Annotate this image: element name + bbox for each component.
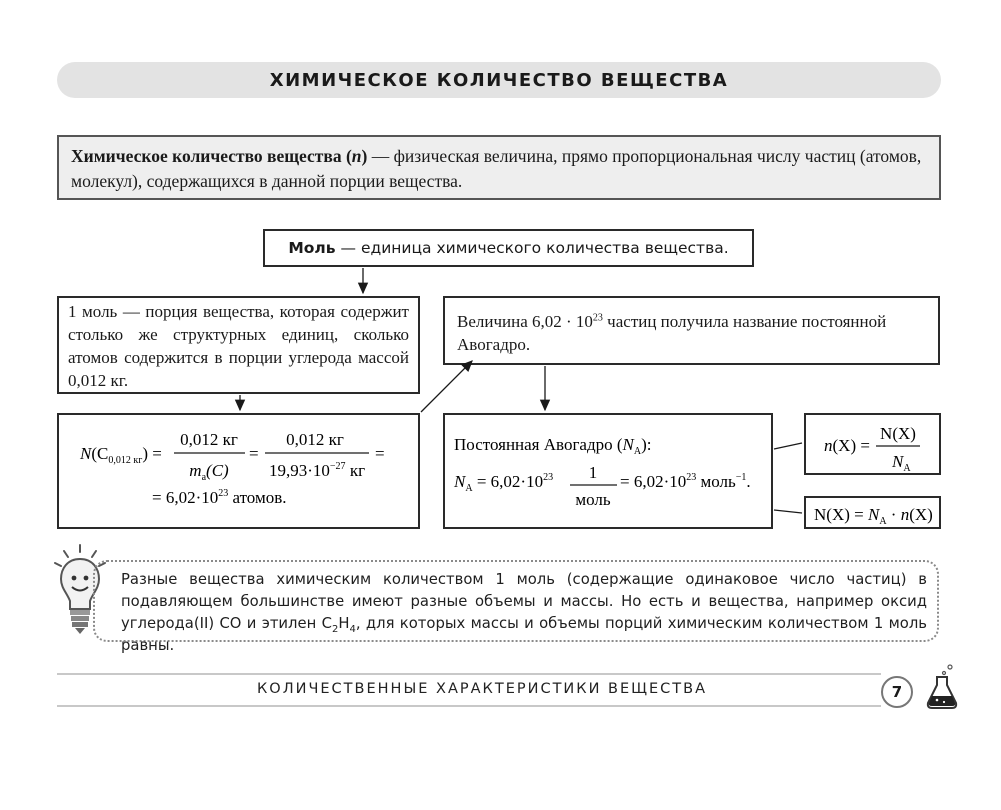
svg-text:моль: моль [575,490,611,509]
formula-lhs: N(C0,012 кг) = [79,444,162,466]
frac2-numerator: 0,012 кг [286,430,344,449]
title-bar: ХИМИЧЕСКОЕ КОЛИЧЕСТВО ВЕЩЕСТВА [57,62,941,98]
page-title: ХИМИЧЕСКОЕ КОЛИЧЕСТВО ВЕЩЕСТВА [269,69,729,91]
mole-definition-text: 1 моль — порция вещества, которая содерж… [68,302,409,390]
svg-text:N(X): N(X) [880,424,916,443]
svg-text:=: = [249,444,259,463]
formula-N-box: N(X) = NA · n(X) [804,496,941,529]
mole-term: Моль [288,238,336,257]
footer-line-top [57,673,881,675]
definition-text: — физическая величина, прямо пропорциона… [71,146,922,191]
definition-box: Химическое количество вещества (n) — физ… [57,135,941,200]
footer-section-title: КОЛИЧЕСТВЕННЫЕ ХАРАКТЕРИСТИКИ ВЕЩЕСТВА [257,681,707,697]
mole-box: Моль — единица химического количества ве… [263,229,754,267]
note-box: Разные вещества химическим количеством 1… [93,560,939,654]
definition-term: Химическое количество вещества (n) [71,146,368,166]
svg-text:n(X) =: n(X) = [824,436,870,455]
formula-box: N(C0,012 кг) = 0,012 кг ma(C) = 0,012 кг… [57,413,420,529]
mole-definition-box: 1 моль — порция вещества, которая содерж… [57,296,420,394]
svg-text:NA: NA [891,452,911,474]
lightbulb-icon [54,544,106,634]
avogadro-label: Постоянная Авогадро (NA): [454,435,652,457]
avogadro-constant-box: Постоянная Авогадро (NA): NA = 6,02·1023… [443,413,773,529]
svg-text:= 6,02·1023 моль−1.: = 6,02·1023 моль−1. [620,472,751,491]
mole-text: — единица химического количества веществ… [335,238,729,257]
formula-result: = 6,02·1023 атомов. [152,488,287,507]
page-number: 7 [881,676,913,708]
svg-text:=: = [375,444,385,463]
svg-text:1: 1 [589,463,598,482]
frac1-denominator: ma(C) [189,461,229,483]
formula-n-box: n(X) = N(X) NA [804,413,941,475]
frac2-denominator: 19,93·10−27 кг [269,461,365,480]
footer-line-bottom [57,705,881,707]
avogadro-formula: NA = 6,02·1023 [453,472,553,494]
svg-text:N(X) = NA · n(X): N(X) = NA · n(X) [814,505,933,527]
avogadro-text-box: Величина 6,02 · 1023 частиц получила наз… [443,296,940,365]
frac1-numerator: 0,012 кг [180,430,238,449]
flask-icon [926,664,958,709]
